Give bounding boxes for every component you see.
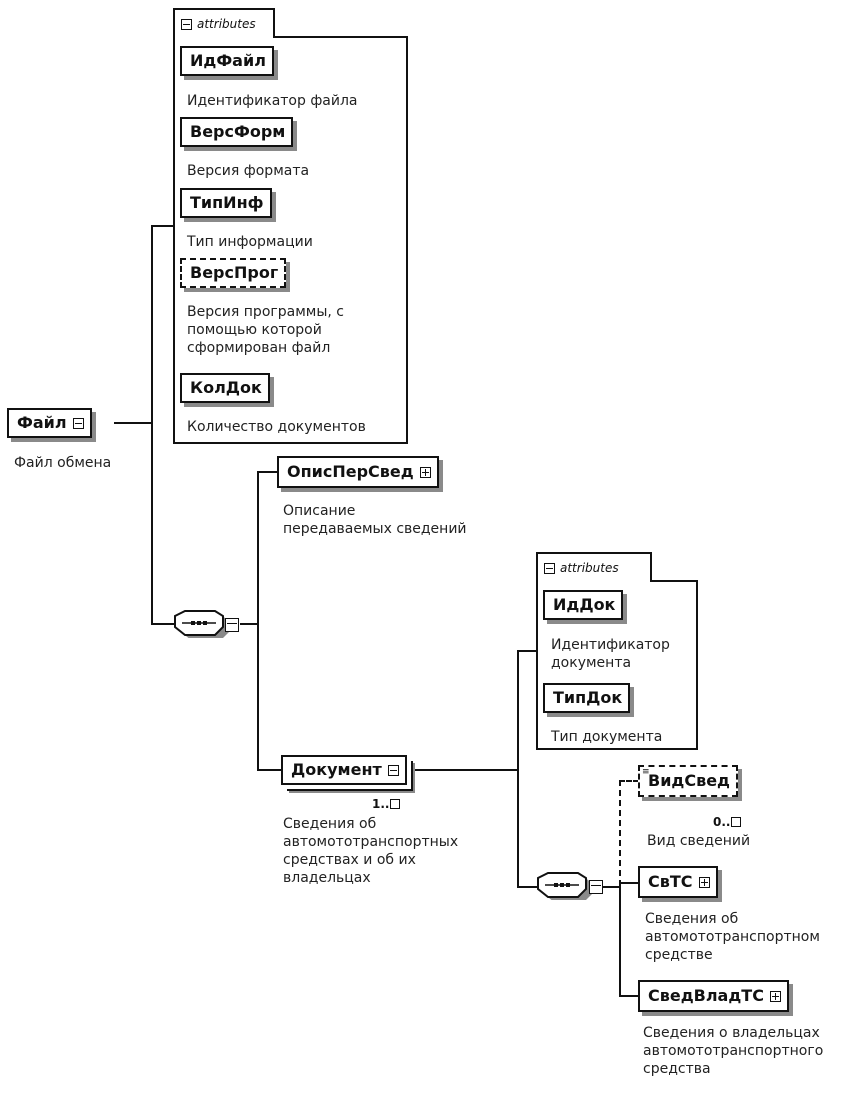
connector (410, 769, 518, 771)
connector (114, 422, 152, 424)
attr-versprog[interactable]: ВерсПрог (180, 258, 287, 288)
attr-description: Идентификатор файла (187, 93, 358, 109)
cardinality-text: 0.. (713, 815, 731, 829)
element-description: Файл обмена (14, 455, 112, 471)
element-name: ВидСвед (648, 771, 730, 790)
connector (619, 886, 621, 996)
expand-icon[interactable] (419, 466, 431, 478)
element-opispersved[interactable]: ОписПерСвед (277, 456, 439, 488)
attributes-label: attributes (197, 17, 256, 31)
attr-tipinf[interactable]: ТипИнф (180, 188, 272, 218)
sequence-compositor[interactable] (537, 872, 593, 900)
element-description: Сведения о владельцах автомототранспортн… (643, 1025, 824, 1077)
connector (257, 769, 281, 771)
document-attributes-tab[interactable]: attributes (536, 552, 652, 582)
connector (619, 882, 639, 884)
attr-description: Версия программы, с помощью которой сфор… (187, 304, 344, 356)
connector (603, 886, 619, 888)
connector (619, 995, 639, 997)
element-vidsved[interactable]: ≡ ВидСвед (638, 765, 738, 797)
element-name: Документ (291, 760, 382, 779)
element-svts[interactable]: СвТС (638, 866, 718, 898)
collapse-icon[interactable] (225, 618, 239, 632)
connector (257, 471, 277, 473)
attr-description: Идентификатор документа (551, 637, 670, 671)
attr-tipdok[interactable]: ТипДок (543, 683, 631, 713)
cardinality: 0.. (713, 815, 742, 829)
root-attributes-tab[interactable]: attributes (173, 8, 275, 38)
attr-description: Тип информации (187, 234, 313, 250)
attr-iddok[interactable]: ИдДок (543, 590, 624, 620)
attr-description: Версия формата (187, 163, 310, 179)
connector (257, 471, 259, 771)
connector (517, 650, 519, 887)
collapse-icon[interactable] (387, 764, 399, 776)
element-description: Вид сведений (647, 833, 751, 849)
attr-name: ТипИнф (190, 193, 264, 212)
collapse-icon[interactable] (544, 562, 555, 574)
connector (240, 623, 258, 625)
connector (517, 886, 539, 888)
attr-name: ИдДок (553, 595, 616, 614)
attr-name: ИдФайл (190, 51, 266, 70)
simple-type-icon: ≡ (642, 767, 650, 777)
collapse-icon[interactable] (589, 880, 603, 894)
connector (517, 650, 537, 652)
collapse-icon[interactable] (181, 18, 192, 30)
sequence-compositor[interactable] (174, 610, 230, 638)
expand-icon[interactable] (769, 990, 781, 1002)
element-name: СвТС (648, 872, 693, 891)
collapse-icon[interactable] (72, 417, 84, 429)
element-name: Файл (17, 413, 67, 432)
connector (151, 623, 175, 625)
connector (151, 225, 153, 625)
element-svedvladts[interactable]: СведВладТС (638, 980, 789, 1012)
element-description: Описание передаваемых сведений (283, 503, 467, 537)
attr-description: Количество документов (187, 419, 366, 435)
optional-connector (619, 780, 639, 886)
element-name: ОписПерСвед (287, 462, 414, 481)
attr-name: ВерсФорм (190, 122, 286, 141)
cardinality: 1.. (372, 797, 401, 811)
attr-name: ВерсПрог (190, 263, 279, 282)
attr-name: КолДок (190, 378, 262, 397)
expand-icon[interactable] (698, 876, 710, 888)
attributes-label: attributes (560, 561, 619, 575)
element-description: Сведения об автомототранспортных средств… (283, 816, 459, 886)
element-fail[interactable]: Файл (7, 408, 92, 438)
element-description: Сведения об автомототранспортном средств… (645, 911, 820, 963)
attr-koldok[interactable]: КолДок (180, 373, 270, 403)
attr-versform[interactable]: ВерсФорм (180, 117, 294, 147)
cardinality-text: 1.. (372, 797, 390, 811)
infinity-icon (390, 799, 401, 809)
infinity-icon (731, 817, 742, 827)
attr-name: ТипДок (553, 688, 623, 707)
attr-idfail[interactable]: ИдФайл (180, 46, 274, 76)
connector (151, 225, 175, 227)
element-dokument[interactable]: Документ (281, 755, 407, 785)
element-name: СведВладТС (648, 986, 764, 1005)
attr-description: Тип документа (551, 729, 663, 745)
